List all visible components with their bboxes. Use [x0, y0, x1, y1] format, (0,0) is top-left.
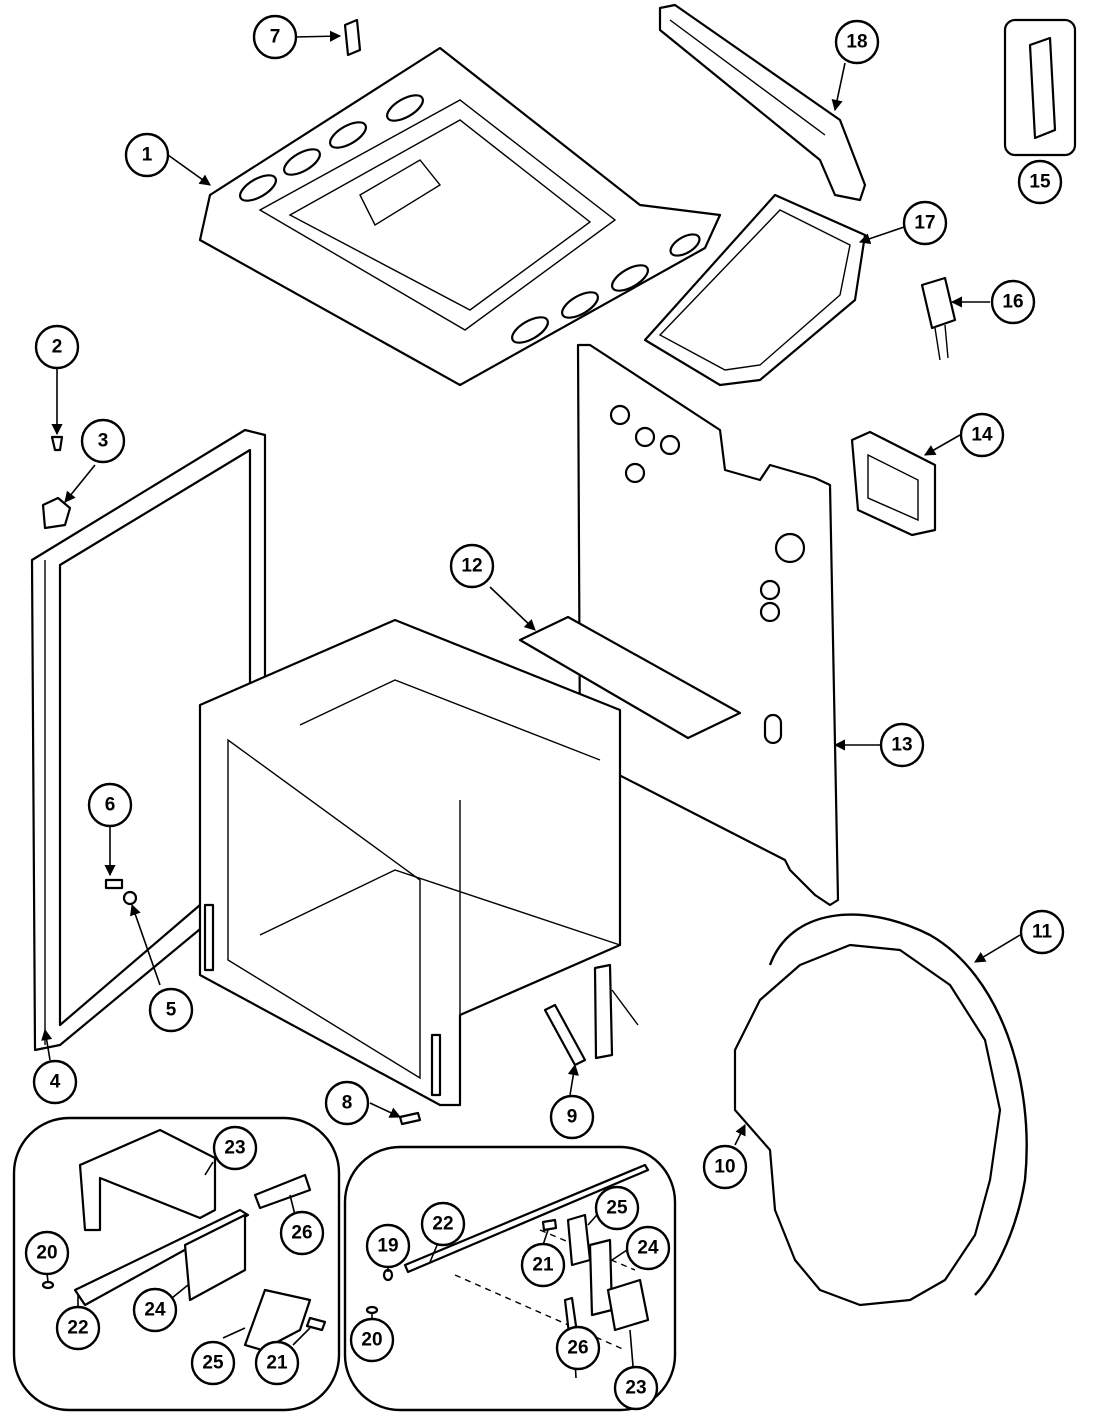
svg-text:2: 2	[52, 337, 63, 358]
callout-inset-left-21: 21	[254, 1340, 300, 1386]
callout-10: 10	[702, 1144, 748, 1190]
callout-12: 12	[449, 543, 495, 589]
svg-text:7: 7	[270, 27, 281, 48]
svg-text:5: 5	[166, 1000, 177, 1021]
part-bracket-14	[850, 430, 937, 537]
svg-text:20: 20	[361, 1330, 382, 1351]
inset-right-parts	[365, 1163, 650, 1351]
callout-inset-right-26: 26	[555, 1325, 601, 1371]
callout-15: 15	[1017, 159, 1063, 205]
callout-2: 2	[34, 324, 80, 370]
callout-7: 7	[252, 14, 298, 60]
svg-text:14: 14	[971, 425, 993, 446]
callout-inset-left-20: 20	[24, 1230, 70, 1276]
svg-text:6: 6	[105, 795, 116, 816]
svg-text:18: 18	[846, 32, 867, 53]
callout-inset-right-24: 24	[625, 1225, 671, 1271]
part-cooktop-frame	[198, 46, 722, 387]
part-switch-16	[920, 276, 957, 361]
svg-text:13: 13	[891, 735, 912, 756]
part-8-screw	[398, 1111, 422, 1126]
callout-1: 1	[124, 132, 170, 178]
callout-3: 3	[80, 418, 126, 464]
part-oven-cavity	[198, 618, 622, 1107]
part-6-screw	[104, 878, 124, 890]
svg-text:22: 22	[67, 1318, 88, 1339]
part-hinge-9	[543, 963, 639, 1067]
callout-inset-left-26: 26	[279, 1210, 325, 1256]
svg-text:3: 3	[98, 431, 109, 452]
svg-text:24: 24	[144, 1300, 166, 1321]
part-gasket-11	[768, 913, 1028, 1296]
inset-left-frame	[12, 1116, 341, 1412]
part-vent-18	[658, 3, 867, 202]
part-door-frame-4	[30, 428, 267, 1052]
part-2-screw	[50, 435, 64, 452]
callout-8: 8	[324, 1080, 370, 1126]
svg-text:19: 19	[377, 1236, 398, 1257]
part-side-panel-13	[576, 343, 840, 907]
callout-inset-right-23: 23	[613, 1365, 659, 1411]
svg-text:25: 25	[202, 1353, 224, 1374]
svg-text:17: 17	[914, 213, 935, 234]
part-clip-7	[343, 18, 362, 57]
callout-5: 5	[148, 987, 194, 1033]
svg-text:15: 15	[1029, 172, 1051, 193]
callout-4: 4	[32, 1059, 78, 1105]
callout-17: 17	[902, 200, 948, 246]
svg-text:26: 26	[291, 1223, 312, 1244]
callout-18: 18	[834, 19, 880, 65]
svg-text:26: 26	[567, 1338, 588, 1359]
part-3-clip	[41, 496, 72, 530]
svg-text:11: 11	[1032, 922, 1053, 943]
svg-text:21: 21	[266, 1353, 288, 1374]
svg-text:22: 22	[432, 1214, 453, 1235]
part-15-box	[1003, 18, 1077, 157]
inset-left-parts	[41, 1128, 327, 1352]
callout-inset-left-22: 22	[55, 1305, 101, 1351]
svg-text:23: 23	[625, 1378, 646, 1399]
callout-11: 11	[1019, 909, 1065, 955]
svg-text:21: 21	[532, 1255, 554, 1276]
svg-text:10: 10	[714, 1157, 735, 1178]
inset-right-frame	[343, 1145, 677, 1412]
leader-lines	[41, 30, 1021, 1379]
part-plate-12	[518, 615, 742, 740]
svg-text:23: 23	[224, 1138, 245, 1159]
part-5-nut	[122, 890, 138, 906]
callout-13: 13	[879, 722, 925, 768]
svg-text:16: 16	[1002, 292, 1023, 313]
callout-inset-right-25: 25	[594, 1185, 640, 1231]
svg-text:12: 12	[461, 556, 482, 577]
svg-text:9: 9	[567, 1107, 578, 1128]
callout-inset-right-22: 22	[420, 1201, 466, 1247]
svg-text:1: 1	[142, 145, 153, 166]
callout-9: 9	[549, 1094, 595, 1140]
callout-14: 14	[959, 412, 1005, 458]
svg-text:20: 20	[36, 1243, 57, 1264]
callout-inset-left-25: 25	[190, 1340, 236, 1386]
callout-16: 16	[990, 279, 1036, 325]
callout-inset-left-23: 23	[212, 1125, 258, 1171]
callout-6: 6	[87, 782, 133, 828]
svg-text:24: 24	[637, 1238, 659, 1259]
callout-inset-right-21: 21	[520, 1242, 566, 1288]
callout-inset-right-20: 20	[349, 1317, 395, 1363]
callout-inset-left-24: 24	[132, 1287, 178, 1333]
svg-text:4: 4	[50, 1072, 61, 1093]
part-insulation-10	[733, 943, 1002, 1307]
svg-text:25: 25	[606, 1198, 628, 1219]
svg-text:8: 8	[342, 1093, 353, 1114]
part-vent-17	[643, 193, 867, 387]
callout-inset-right-19: 19	[365, 1223, 411, 1269]
